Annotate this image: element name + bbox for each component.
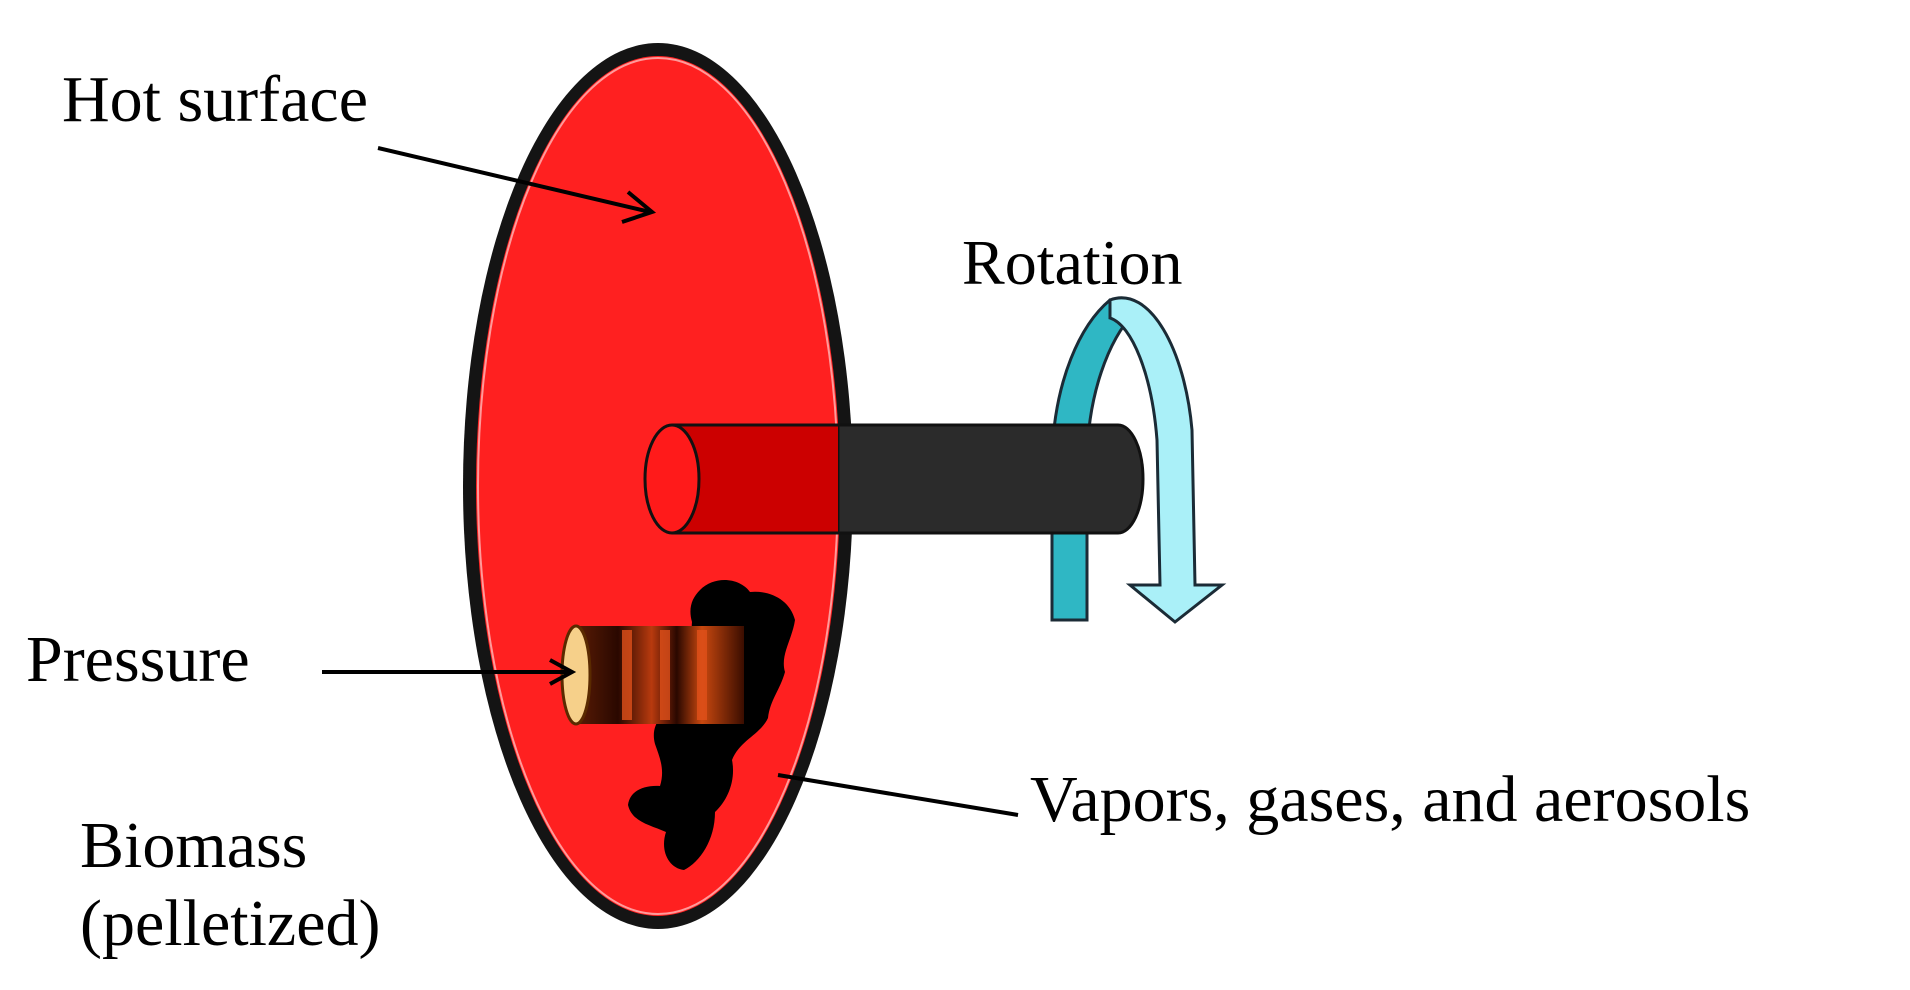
rotation-label: Rotation bbox=[962, 227, 1183, 298]
char-blob bbox=[628, 580, 795, 870]
vapors-label: Vapors, gases, and aerosols bbox=[1030, 763, 1751, 836]
vapors-pointer bbox=[777, 773, 1019, 817]
shaft-end-cap bbox=[643, 423, 701, 535]
rotation-arrow-front-band bbox=[1108, 296, 1227, 624]
pellet-end-face bbox=[560, 624, 592, 726]
hot-surface-pointer bbox=[377, 146, 651, 214]
hot-surface-label: Hot surface bbox=[62, 63, 369, 136]
pressure-label: Pressure bbox=[26, 623, 250, 696]
biomass-label: Biomass bbox=[80, 809, 308, 882]
shaft-dark bbox=[836, 423, 1145, 535]
pelletized-label: (pelletized) bbox=[80, 887, 381, 960]
